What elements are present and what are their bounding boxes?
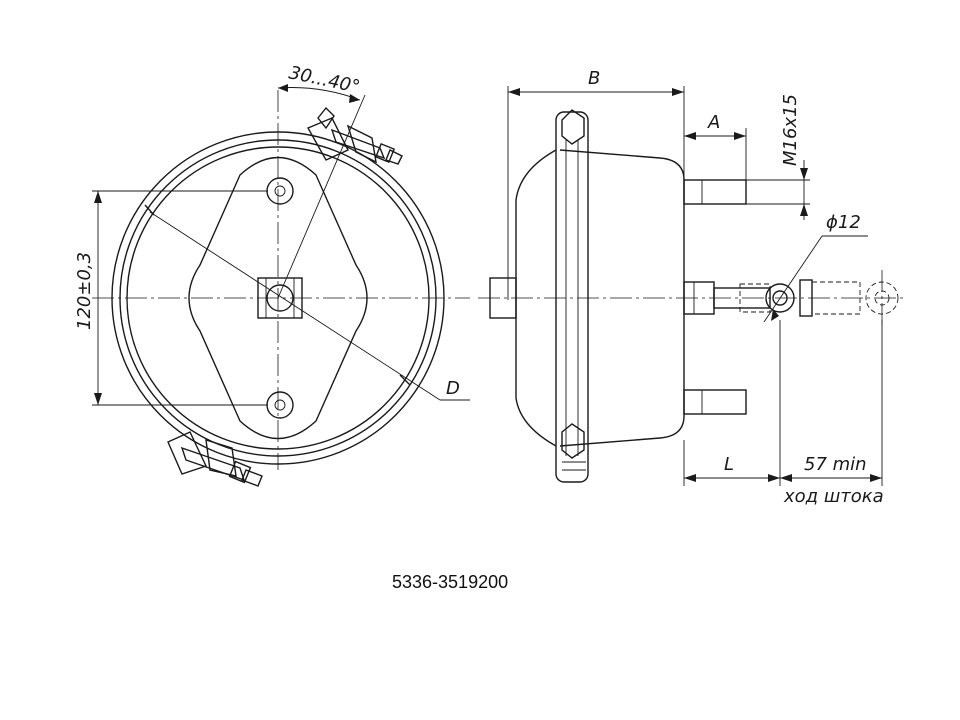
part-number: 5336-3519200	[392, 572, 509, 592]
stud-offset-label: A	[707, 112, 720, 133]
bolt-spacing-label: 120±0,3	[74, 252, 95, 330]
clamp-ring-side	[555, 111, 589, 483]
stroke-min-label: 57 min	[804, 454, 867, 475]
clevis-eye	[765, 283, 795, 313]
extended-rod-outline	[812, 281, 861, 315]
width-label: B	[588, 68, 600, 89]
diameter-label: D	[446, 378, 460, 399]
upper-bolt-hole	[266, 177, 294, 205]
bottom-clamp-nut	[561, 423, 585, 459]
center-nut-bore	[266, 284, 294, 312]
band-gap-right	[399, 374, 411, 386]
diamond-flange	[188, 156, 368, 440]
stroke-label: ход штока	[783, 486, 884, 507]
top-clamp-nut	[561, 109, 585, 145]
front-view: 30...40° 120±0,3 D	[74, 62, 470, 487]
clamp-band-outer	[111, 131, 445, 465]
clamp-band-inner	[119, 139, 437, 457]
thread-label: M16x15	[780, 94, 801, 166]
upper-bolt-hole-inner	[274, 185, 286, 197]
angle-dimension-label: 30...40°	[287, 62, 362, 98]
lower-mounting-stud	[683, 389, 747, 415]
lower-clamp-bolt	[167, 431, 263, 487]
housing-rim	[126, 146, 430, 450]
upper-mounting-stud	[683, 179, 747, 205]
lower-bolt-hole-inner	[274, 399, 286, 411]
rod-length-label: L	[724, 454, 734, 475]
upper-clamp-bolt	[307, 106, 403, 165]
center-nut	[257, 277, 303, 319]
lower-bolt-hole	[266, 391, 294, 419]
rear-boss	[489, 277, 517, 319]
clevis-pin-hole	[772, 290, 788, 306]
side-view: B A M16x15 ϕ12 L 57 min ход штока	[478, 68, 905, 507]
pin-hole-label: ϕ12	[826, 212, 861, 233]
